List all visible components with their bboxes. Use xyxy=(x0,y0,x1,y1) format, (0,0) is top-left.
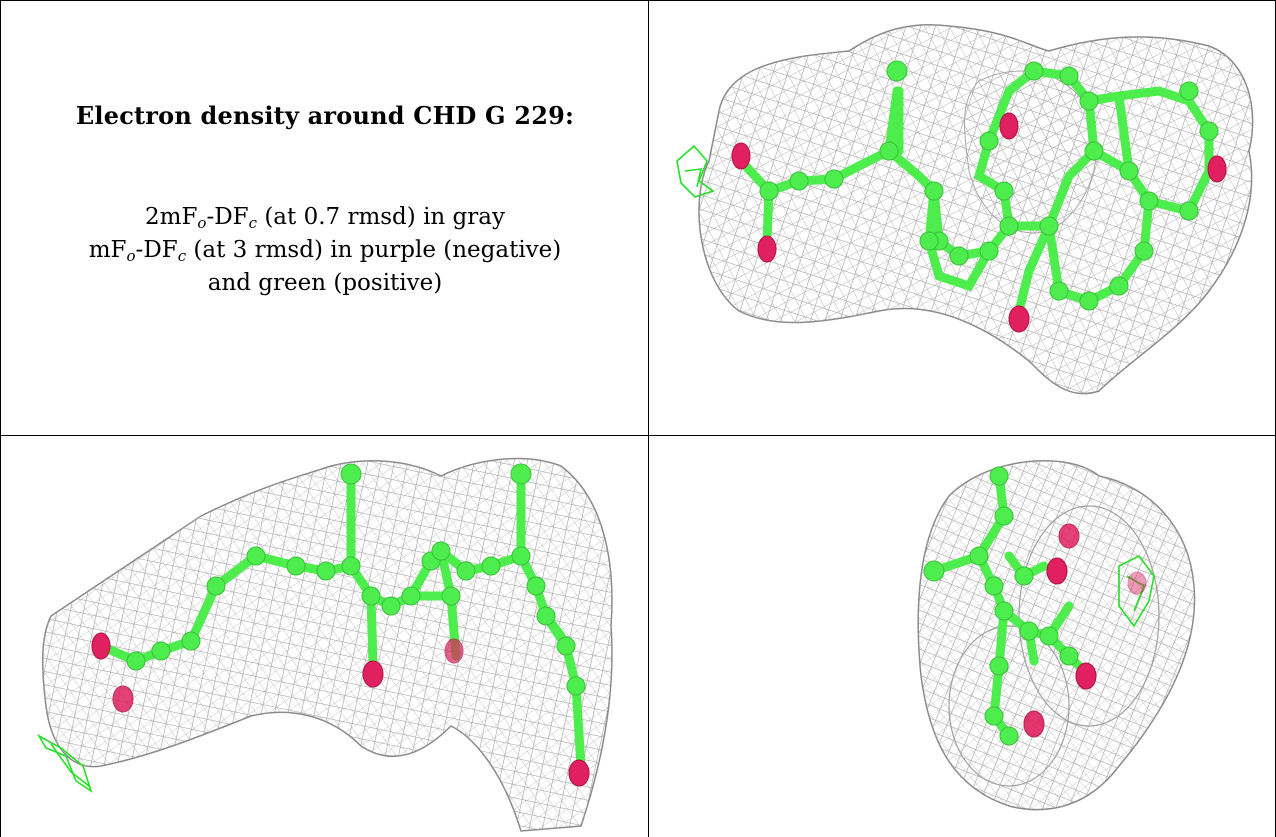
table-border-middle xyxy=(648,0,649,837)
difference-density-positive xyxy=(36,733,93,793)
table-border-row xyxy=(0,435,1276,436)
difference-density-positive xyxy=(676,144,715,198)
carbon-atoms xyxy=(923,466,1079,746)
table-border-top xyxy=(0,0,1276,1)
difference-density-positive xyxy=(1118,554,1155,628)
table-border-left xyxy=(0,0,1,837)
electron-density-mesh xyxy=(698,23,1254,395)
carbon-atoms xyxy=(126,463,586,696)
oxygen-atoms xyxy=(731,112,1227,333)
density-view-side xyxy=(1,436,648,837)
density-view-front xyxy=(649,1,1275,435)
carbon-atoms xyxy=(759,60,1219,311)
caption-title: Electron density around CHD G 229: xyxy=(75,101,575,130)
oxygen-atoms xyxy=(1023,523,1147,738)
caption-line-2mfo: 2mFo-DFc (at 0.7 rmsd) in gray xyxy=(145,204,505,232)
density-render-end xyxy=(917,460,1196,811)
electron-density-mesh xyxy=(41,457,613,832)
caption-cell: Electron density around CHD G 229: 2mFo-… xyxy=(1,1,648,435)
density-render-front xyxy=(676,23,1254,395)
density-render-side xyxy=(36,457,613,832)
density-view-end xyxy=(649,436,1275,837)
oxygen-atoms xyxy=(91,632,590,787)
caption-line-3: and green (positive) xyxy=(207,270,443,296)
caption-line-mfo: mFo-DFc (at 3 rmsd) in purple (negative) xyxy=(88,237,562,265)
caption-description: 2mFo-DFc (at 0.7 rmsd) in gray mFo-DFc (… xyxy=(1,201,648,300)
